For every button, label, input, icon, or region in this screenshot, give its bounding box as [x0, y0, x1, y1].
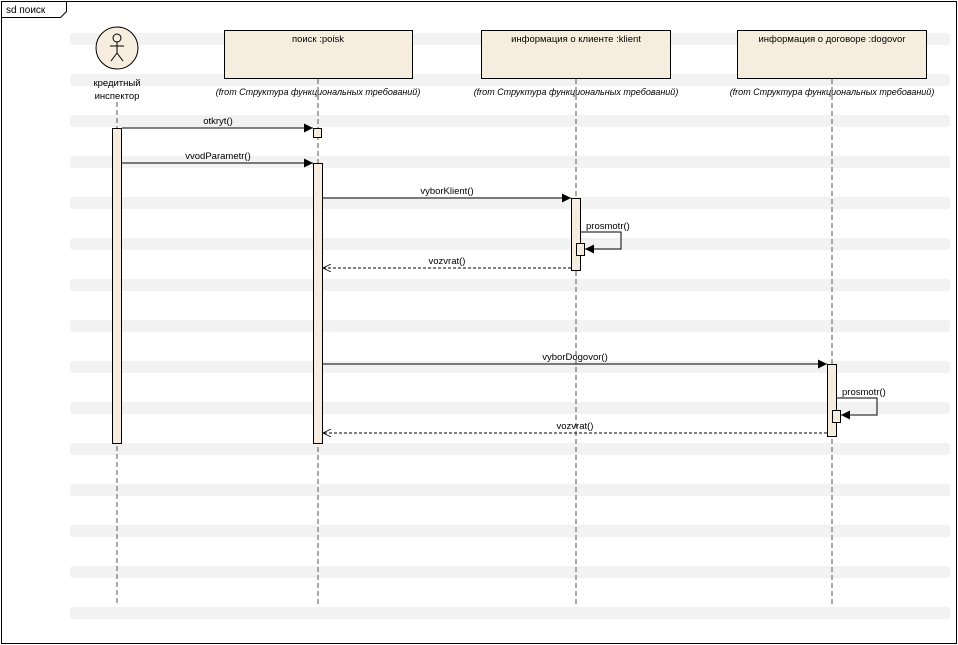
watermark-band	[70, 279, 950, 291]
message-prosmotr-klient-arrow	[581, 231, 622, 254]
message-vybor-klient[interactable]: vyborKlient()	[323, 186, 571, 203]
message-prosmotr-dogovor-label: prosmotr()	[842, 387, 886, 398]
watermark-band	[70, 484, 950, 496]
background-watermark	[70, 33, 950, 619]
message-otkryt-label: otkryt()	[203, 116, 233, 127]
lifeline-poisk-box	[224, 30, 413, 79]
watermark-band	[70, 238, 950, 250]
message-vozvrat-dogovor-label: vozvrat()	[557, 421, 594, 432]
lifeline-dogovor-box	[737, 30, 927, 79]
watermark-band	[70, 156, 950, 168]
watermark-band	[70, 361, 950, 373]
actor-name-line1: кредитный	[93, 78, 140, 89]
message-vozvrat-klient[interactable]: vozvrat()	[323, 256, 571, 268]
watermark-band	[70, 197, 950, 209]
lifeline-klient-box	[481, 30, 671, 79]
message-vybor-dogovor[interactable]: vyborDogovor()	[323, 352, 827, 369]
message-vybor-klient-label: vyborKlient()	[420, 186, 473, 197]
actor-credit-inspector[interactable]: кредитный инспектор	[93, 26, 141, 102]
activation-poisk-open	[313, 128, 322, 138]
activation-klient-self	[576, 243, 585, 256]
watermark-band	[70, 443, 950, 455]
message-vvod-parametr[interactable]: vvodParametr()	[122, 151, 313, 168]
watermark-band	[70, 320, 950, 332]
activation-dogovor-self	[832, 410, 841, 423]
watermark-band	[70, 402, 950, 414]
message-vozvrat-dogovor[interactable]: vozvrat()	[323, 421, 827, 433]
frame-title-tab	[1, 1, 67, 18]
message-prosmotr-klient[interactable]: prosmotr()	[581, 221, 630, 254]
actor-name-line2: инспектор	[95, 91, 140, 102]
message-vvod-parametr-label: vvodParametr()	[185, 151, 250, 162]
watermark-band	[70, 607, 950, 619]
watermark-band	[70, 115, 950, 127]
activation-klient	[571, 198, 581, 271]
frame-title: sd поиск	[6, 5, 46, 16]
lifeline-klient-title: информация о клиенте :klient	[511, 34, 641, 45]
message-vozvrat-klient-label: vozvrat()	[429, 256, 466, 267]
stick-figure-icon	[110, 33, 124, 62]
message-prosmotr-klient-label: prosmotr()	[586, 221, 630, 232]
lifeline-poisk-title: поиск :poisk	[292, 34, 344, 45]
activation-actor	[112, 128, 122, 444]
activation-poisk-main	[313, 163, 323, 444]
watermark-band	[70, 566, 950, 578]
activation-dogovor	[827, 364, 837, 437]
watermark-band	[70, 525, 950, 537]
message-otkryt[interactable]: otkryt()	[122, 116, 313, 133]
message-prosmotr-dogovor[interactable]: prosmotr()	[837, 387, 886, 420]
lifeline-dogovor-title: информация о договоре :dogovor	[759, 34, 906, 45]
message-vybor-dogovor-label: vyborDogovor()	[542, 352, 607, 363]
message-prosmotr-dogovor-arrow	[837, 397, 878, 420]
